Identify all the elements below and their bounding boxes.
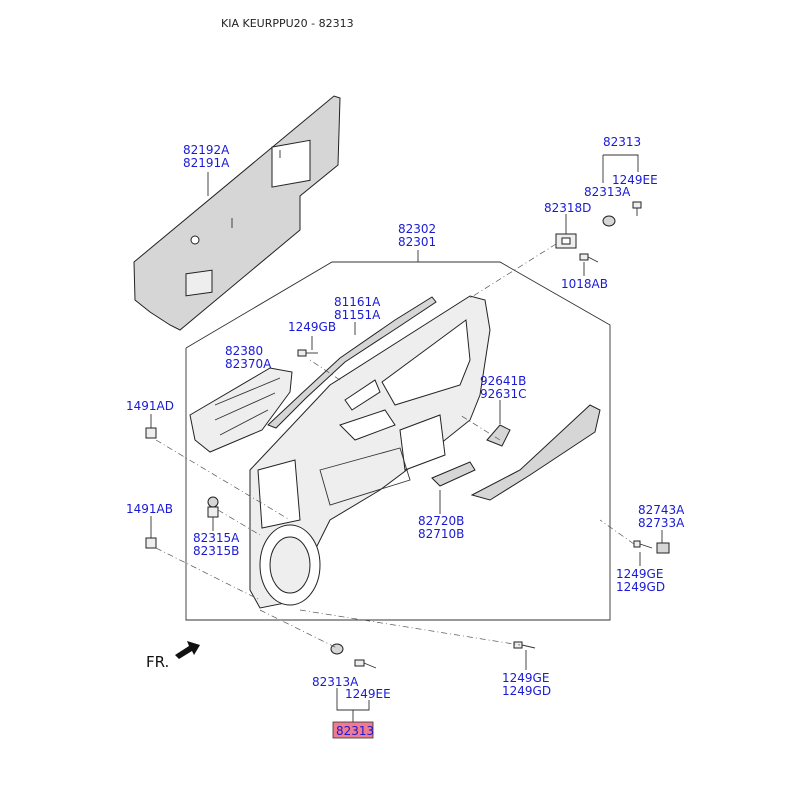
cover-92641B <box>486 424 511 447</box>
fr-label: FR. <box>146 653 169 671</box>
dash-line-4 <box>309 359 341 381</box>
label-1249GD-right: 1249GD <box>616 580 665 594</box>
page-title: KIA KEURPPU20 - 82313 <box>221 17 354 30</box>
fastener-82315 <box>207 496 219 518</box>
label-82313A-top: 82313A <box>584 185 631 199</box>
label-82313A-bottom: 82313A <box>312 675 359 689</box>
pull-handle <box>431 461 476 487</box>
label-82720B: 82720B <box>418 514 464 528</box>
dash-line-8 <box>299 609 521 646</box>
label-82315B: 82315B <box>193 544 239 558</box>
front-arrow-icon <box>175 641 200 659</box>
label-82191A: 82191A <box>183 156 230 170</box>
label-92641B: 92641B <box>480 374 526 388</box>
screw-1249GE-bottom <box>513 641 536 649</box>
armrest-strip <box>470 404 601 501</box>
label-92631C: 92631C <box>480 387 527 401</box>
dash-line-5 <box>469 243 557 299</box>
door-trim-panel <box>249 295 491 609</box>
bracket-82318D <box>555 233 577 249</box>
label-1491AD: 1491AD <box>126 399 174 413</box>
grommet-82313A-bottom <box>330 643 344 655</box>
label-82380: 82380 <box>225 344 263 358</box>
assembly-outline <box>185 261 611 621</box>
label-81161A: 81161A <box>334 295 381 309</box>
label-1249EE-bottom: 1249EE <box>345 687 391 701</box>
label-1491AB: 1491AB <box>126 502 173 516</box>
label-82301: 82301 <box>398 235 436 249</box>
leader-82313-top <box>603 154 639 172</box>
clip-1491AD <box>145 427 157 439</box>
speaker-grille <box>189 367 293 453</box>
label-1249EE-top: 1249EE <box>612 173 658 187</box>
screw-1249EE-bottom <box>354 659 377 669</box>
label-82192A: 82192A <box>183 143 230 157</box>
weatherstrip <box>267 296 437 429</box>
cap-82743A <box>656 542 670 554</box>
label-82370A: 82370A <box>225 357 272 371</box>
label-81151A: 81151A <box>334 308 381 322</box>
dash-line-1 <box>155 439 291 521</box>
label-82313-top: 82313 <box>603 135 641 149</box>
label-82302: 82302 <box>398 222 436 236</box>
screw-1018AB <box>579 253 599 263</box>
screw-1249GB <box>297 349 318 357</box>
dash-line-7 <box>259 609 338 649</box>
label-1249GB: 1249GB <box>288 320 336 334</box>
label-82743A: 82743A <box>638 503 685 517</box>
dash-line-9 <box>599 519 635 545</box>
insulation-pad <box>133 95 341 331</box>
label-1249GE-bottom: 1249GE <box>502 671 549 685</box>
screw-1249EE-top <box>632 201 642 216</box>
label-82733A: 82733A <box>638 516 685 530</box>
label-82315A: 82315A <box>193 531 240 545</box>
dash-line-6 <box>459 414 501 441</box>
grommet-82313A-top <box>602 215 616 227</box>
label-1249GD-bottom: 1249GD <box>502 684 551 698</box>
clip-1491AB <box>145 537 157 549</box>
label-82318D: 82318D <box>544 201 591 215</box>
screw-1249GE-right <box>633 540 653 549</box>
label-1249GE-right: 1249GE <box>616 567 663 581</box>
dash-line-3 <box>217 509 261 536</box>
dash-line-2 <box>155 547 261 601</box>
label-82313-bottom: 82313 <box>336 724 374 738</box>
label-1018AB: 1018AB <box>561 277 608 291</box>
label-82710B: 82710B <box>418 527 464 541</box>
